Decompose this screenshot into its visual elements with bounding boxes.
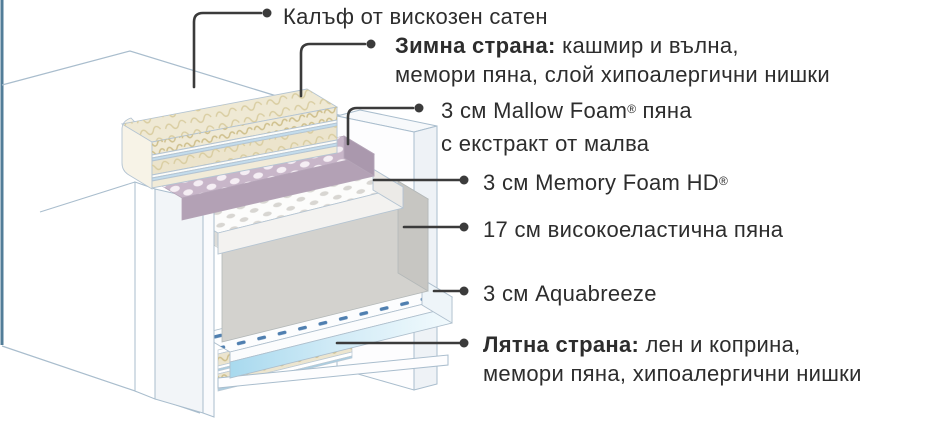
label-cover: Калъф от вискозен сатен xyxy=(283,2,548,31)
label-mallow-line2: с екстракт от малва xyxy=(441,131,650,156)
callout-dot xyxy=(459,175,469,185)
callout-dot xyxy=(459,338,469,348)
callout-line-winter xyxy=(299,42,367,98)
callout-lines xyxy=(192,11,461,345)
callout-dot xyxy=(414,103,424,113)
callout-dot xyxy=(459,222,469,232)
callout-line-mallow xyxy=(346,106,415,146)
cover-cut-corner-graphic xyxy=(39,181,215,418)
winter-layer-graphic xyxy=(120,88,339,190)
label-mallow-foam: 3 см Mallow Foam® пяна с екстракт от мал… xyxy=(441,96,692,158)
callout-line-cover xyxy=(192,11,263,89)
callout-dots xyxy=(262,8,469,348)
callout-dot xyxy=(459,286,469,296)
label-winter-line2: мемори пяна, слой хипоалергични нишки xyxy=(395,62,830,87)
registered-mark-icon: ® xyxy=(718,173,728,188)
callout-dot xyxy=(366,39,376,49)
label-summer-line1: Лятна страна: лен и коприна, xyxy=(483,332,801,357)
callout-dot xyxy=(262,8,272,18)
label-memory-foam: 3 см Memory Foam HD® xyxy=(483,170,728,195)
registered-mark-icon: ® xyxy=(627,101,637,116)
label-winter-side: Зимна страна: кашмир и вълна, мемори пян… xyxy=(395,31,830,89)
label-mallow-line1: 3 см Mallow Foam® пяна xyxy=(441,98,692,123)
label-summer-side: Лятна страна: лен и коприна, мемори пяна… xyxy=(483,330,862,388)
label-summer-line2: мемори пяна, хипоалергични нишки xyxy=(483,361,862,386)
label-aquabreeze: 3 см Aquabreeze xyxy=(483,281,657,306)
memory-foam-layer-graphic xyxy=(186,168,405,255)
label-elastic-foam: 17 см високоеластична пяна xyxy=(483,217,784,242)
label-cover-text: Калъф от вискозен сатен xyxy=(283,4,548,29)
label-winter-line1: Зимна страна: кашмир и вълна, xyxy=(395,33,739,58)
